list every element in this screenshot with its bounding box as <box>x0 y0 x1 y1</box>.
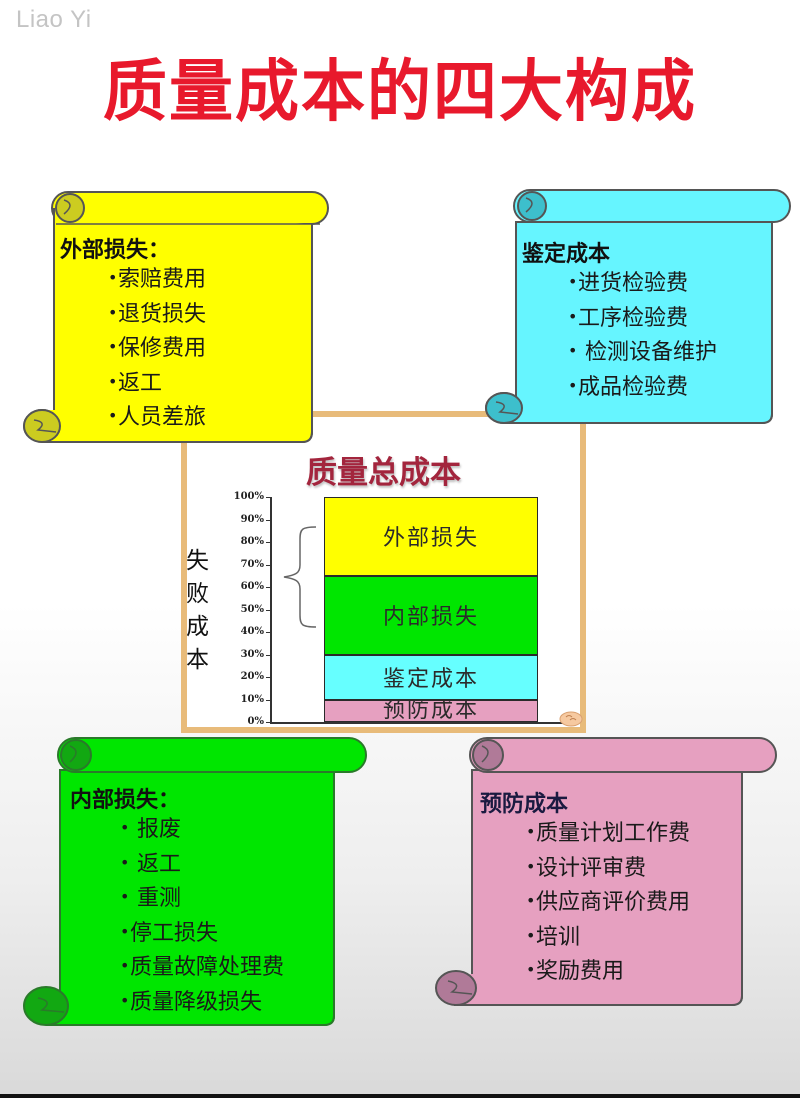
bullet-icon: • <box>526 960 536 979</box>
list-item: •进货检验费 <box>568 266 717 301</box>
list-item: •保修费用 <box>108 331 206 366</box>
list-item: •质量计划工作费 <box>526 816 690 851</box>
bullet-icon: • <box>568 306 578 326</box>
scroll-shape <box>23 737 367 1026</box>
watermark: Liao Yi <box>16 6 92 33</box>
bar-segment: 外部损失 <box>324 497 538 576</box>
total-cost-title: 质量总成本 <box>306 455 461 491</box>
scroll-shape <box>435 737 777 1006</box>
bullet-icon: • <box>568 375 578 395</box>
y-tick-mark <box>266 519 271 521</box>
bullet-icon: • <box>120 921 130 941</box>
bar-segment: 预防成本 <box>324 699 538 722</box>
y-tick-label: 30% <box>240 648 264 660</box>
y-tick-label: 80% <box>240 536 264 547</box>
list-item: •设计评审费 <box>526 851 690 886</box>
scroll-list: •进货检验费 •工序检验费 • 检测设备维护 •成品检验费 <box>568 266 717 404</box>
scroll-heading: 外部损失： <box>60 238 171 263</box>
bullet-icon: • <box>526 925 536 945</box>
list-item: • 检测设备维护 <box>568 335 717 370</box>
list-item: •索赔费用 <box>108 262 206 297</box>
y-tick-mark <box>266 587 271 588</box>
failure-cost-char: 成 <box>186 614 209 640</box>
scroll-prevention: 预防成本 •质量计划工作费 •设计评审费 •供应商评价费用 •培训 •奖励费用 <box>432 734 784 1010</box>
scroll-list: •质量计划工作费 •设计评审费 •供应商评价费用 •培训 •奖励费用 <box>526 816 690 989</box>
bullet-icon: • <box>568 341 578 360</box>
y-tick-label: 90% <box>240 513 264 525</box>
scroll-appraisal: 鉴定成本 •进货检验费 •工序检验费 • 检测设备维护 •成品检验费 <box>482 186 794 426</box>
brace-icon <box>283 526 317 628</box>
y-tick-label: 10% <box>240 693 264 705</box>
list-item: •人员差旅 <box>108 400 206 435</box>
y-tick-label: 50% <box>240 603 264 615</box>
y-tick-mark <box>266 677 271 678</box>
scroll-internal-failure: 内部损失： • 报废 • 返工 • 重测 •停工损失 •质量故障处理费 •质量降… <box>20 734 372 1030</box>
list-item: •退货损失 <box>108 297 206 332</box>
y-tick-mark <box>266 722 271 723</box>
bullet-icon: • <box>568 272 578 291</box>
scroll-heading: 预防成本 <box>480 792 569 817</box>
scroll-heading: 鉴定成本 <box>522 242 611 267</box>
pointing-hand-icon <box>559 711 583 727</box>
bullet-icon: • <box>108 268 118 287</box>
list-item: •停工损失 <box>120 916 284 951</box>
bullet-icon: • <box>108 302 118 322</box>
list-item: • 重测 <box>120 881 284 916</box>
list-item: •返工 <box>108 366 206 401</box>
bullet-icon: • <box>526 891 536 910</box>
y-tick-label: 20% <box>240 671 264 682</box>
list-item: •奖励费用 <box>526 954 690 989</box>
list-item: • 返工 <box>120 847 284 882</box>
y-tick-label: 40% <box>240 626 264 637</box>
failure-cost-char: 败 <box>186 581 209 607</box>
y-tick-label: 0% <box>247 716 264 727</box>
scroll-shape <box>485 189 791 424</box>
failure-cost-char: 本 <box>186 647 209 673</box>
bullet-icon: • <box>108 371 118 391</box>
failure-cost-label: 失 败 成 本 <box>186 545 216 677</box>
bullet-icon: • <box>120 818 130 837</box>
list-item: •工序检验费 <box>568 301 717 336</box>
list-item: •培训 <box>526 920 690 955</box>
y-axis <box>270 497 272 723</box>
list-item: •质量故障处理费 <box>120 950 284 985</box>
scroll-shape <box>23 191 329 443</box>
y-tick-label: 70% <box>240 558 264 570</box>
bullet-icon: • <box>526 856 536 876</box>
bullet-icon: • <box>108 337 118 356</box>
y-tick-mark <box>266 542 271 543</box>
bar-segment: 鉴定成本 <box>324 654 538 700</box>
scroll-external-failure: 外部损失： •索赔费用 •退货损失 •保修费用 •返工 •人员差旅 <box>20 188 332 446</box>
y-tick-mark <box>266 497 271 498</box>
bullet-icon: • <box>120 887 130 906</box>
y-tick-mark <box>266 632 271 633</box>
bar-segment: 内部损失 <box>324 575 538 655</box>
scroll-heading: 内部损失： <box>70 788 181 813</box>
scroll-list: •索赔费用 •退货损失 •保修费用 •返工 •人员差旅 <box>108 262 206 435</box>
list-item: •质量降级损失 <box>120 985 284 1020</box>
y-tick-mark <box>266 654 271 656</box>
bullet-icon: • <box>120 956 130 975</box>
y-tick-mark <box>266 699 271 701</box>
bottom-edge <box>0 1094 800 1098</box>
bullet-icon: • <box>526 822 536 841</box>
failure-cost-char: 失 <box>186 548 209 574</box>
bullet-icon: • <box>120 852 130 872</box>
bullet-icon: • <box>120 990 130 1010</box>
list-item: •供应商评价费用 <box>526 885 690 920</box>
scroll-list: • 报废 • 返工 • 重测 •停工损失 •质量故障处理费 •质量降级损失 <box>120 812 284 1019</box>
y-tick-mark <box>266 564 271 566</box>
page-title: 质量成本的四大构成 <box>103 53 697 132</box>
bullet-icon: • <box>108 406 118 425</box>
y-tick-label: 100% <box>233 491 264 502</box>
y-tick-mark <box>266 609 271 611</box>
list-item: • 报废 <box>120 812 284 847</box>
y-tick-label: 60% <box>240 581 264 592</box>
x-axis <box>270 722 570 724</box>
list-item: •成品检验费 <box>568 370 717 405</box>
